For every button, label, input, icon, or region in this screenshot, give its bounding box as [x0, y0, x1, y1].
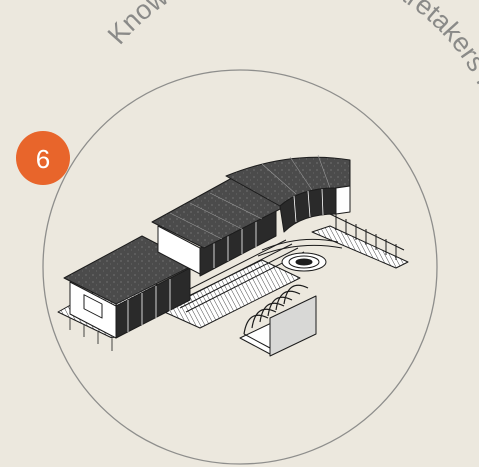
seating-arc [257, 238, 343, 257]
west-block-side [115, 267, 191, 339]
number-badge: 6 [16, 131, 70, 185]
hut-side-wall [269, 295, 317, 357]
deck-stilts [69, 318, 113, 351]
middle-roof-ribs [169, 192, 263, 240]
building-illustration [57, 154, 409, 357]
end-block [335, 185, 351, 215]
curved-roof-ribs [261, 154, 331, 195]
badge-number: 6 [36, 144, 50, 174]
mid-block-mullions [213, 220, 257, 268]
title-text: Knowledge Centre and Caretakers Hut [102, 0, 479, 121]
curved-block-mullions [293, 188, 324, 223]
boardwalk-ramp [311, 225, 409, 269]
ramp-railing [329, 213, 405, 260]
caretakers-hut [239, 284, 317, 357]
hut-arches [243, 284, 309, 335]
west-block-mullions [127, 279, 171, 332]
badge-circle [16, 131, 70, 185]
west-block-openings [83, 294, 103, 319]
fire-pit [281, 252, 327, 272]
frame-circle [42, 69, 438, 465]
